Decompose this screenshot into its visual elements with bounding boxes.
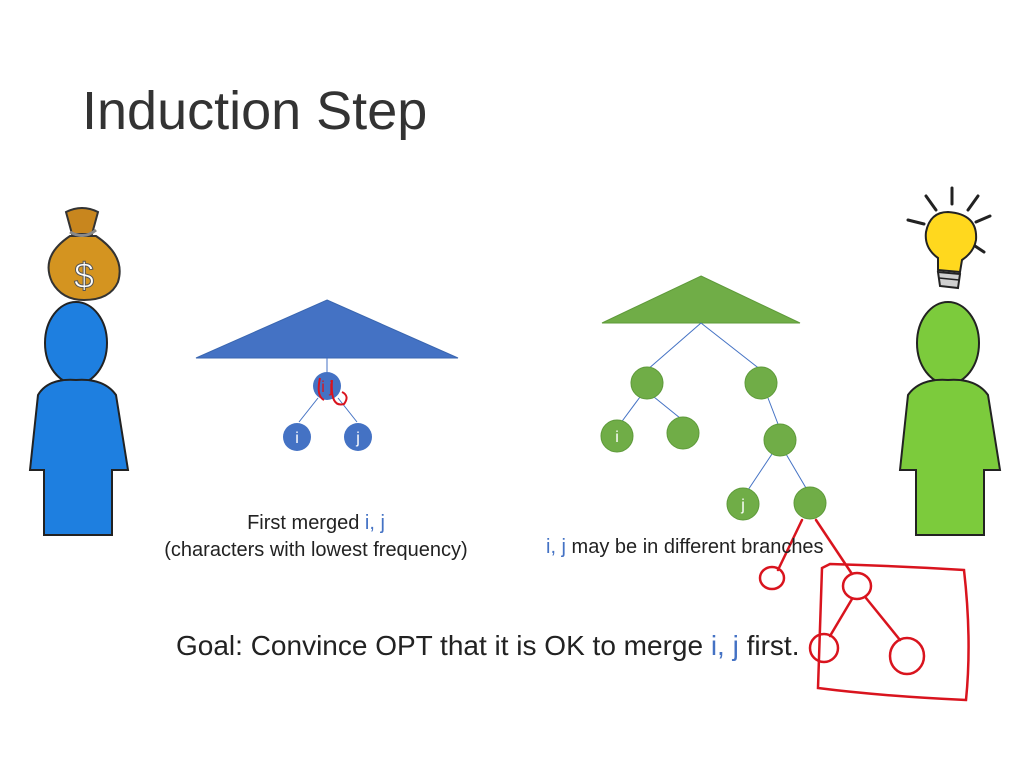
left-tree: i j i j [195,299,459,451]
slide-title: Induction Step [82,81,428,141]
internal-node [793,486,827,520]
right-tree: i j [600,275,827,521]
leaf-node [726,487,760,521]
leaf-node [600,419,634,453]
internal-node [630,366,664,400]
left-caption-line1: First merged i, j [247,512,385,534]
highlight-ij: i, j [364,512,385,534]
subtree-triangle [195,299,459,359]
left-caption-line2: (characters with lowest frequency) [164,539,468,561]
left-person-icon [28,301,130,536]
internal-node [744,366,778,400]
internal-node [763,423,797,457]
leaf-node [666,416,700,450]
highlight-ij: i, j [710,630,739,661]
left-caption: First merged i, j (characters with lowes… [135,512,497,562]
leaf-node [283,423,311,451]
leaf-label: i [615,429,619,446]
leaf-label: i [295,430,299,447]
highlight-ij: i, j [546,536,566,558]
goal-statement: Goal: Convince OPT that it is OK to merg… [176,630,800,661]
merged-node-label: i j [321,379,333,396]
leaf-node [344,423,372,451]
svg-text:$: $ [74,255,94,296]
leaf-label: j [740,497,745,514]
red-annotation [317,377,348,406]
red-annotation [758,518,970,702]
leaf-label: j [355,430,360,447]
lightbulb-icon [906,186,992,290]
money-bag-icon: $ [47,207,121,302]
subtree-triangle [601,275,801,324]
right-person-icon [898,301,1002,536]
right-caption: i, j may be in different branches [546,536,824,558]
